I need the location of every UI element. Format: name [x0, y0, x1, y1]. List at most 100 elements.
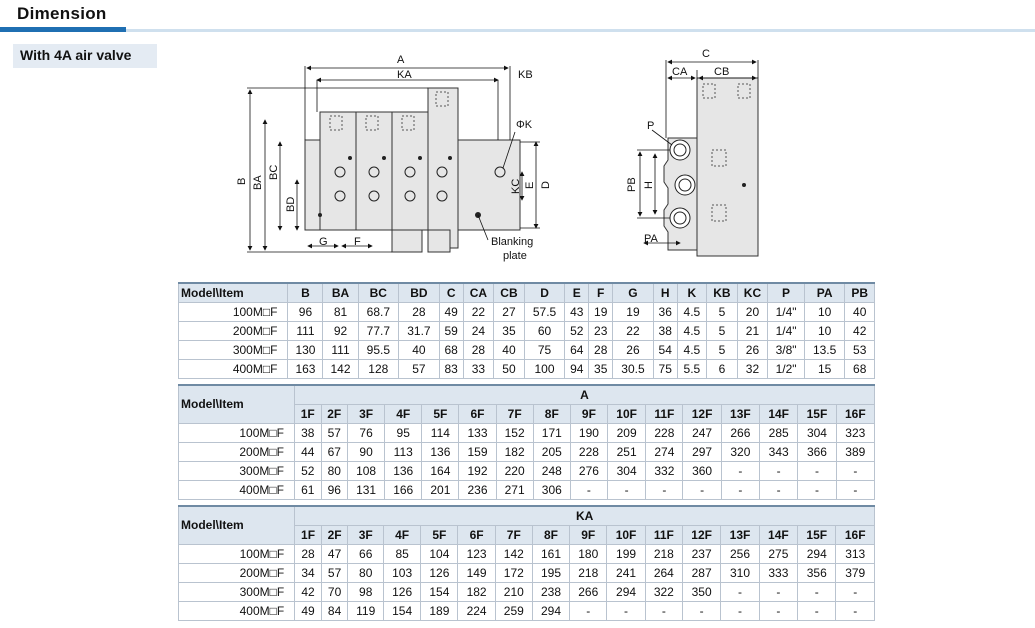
value-cell: 123: [457, 543, 496, 564]
column-header: 15F: [797, 403, 837, 424]
value-cell: 61: [293, 479, 322, 500]
column-header: 1F: [293, 403, 322, 424]
model-cell: 200M□F: [177, 320, 289, 341]
value-cell: -: [758, 581, 799, 602]
value-cell: 57: [320, 422, 349, 443]
value-cell: 323: [835, 422, 876, 443]
value-cell: 5: [706, 320, 738, 341]
value-cell: 4.5: [676, 301, 708, 322]
value-cell: 1/2": [767, 358, 805, 379]
value-cell: 128: [357, 358, 400, 379]
group-header: KA: [294, 505, 875, 526]
value-cell: 172: [494, 562, 533, 583]
value-cell: 104: [420, 543, 459, 564]
label-D: D: [540, 181, 552, 189]
value-cell: 199: [606, 543, 646, 564]
value-cell: -: [681, 600, 722, 621]
value-cell: -: [720, 460, 761, 481]
value-cell: 96: [320, 479, 349, 500]
label-BD: BD: [285, 197, 297, 212]
value-cell: 209: [606, 422, 647, 443]
value-cell: -: [758, 600, 799, 621]
value-cell: 237: [681, 543, 722, 564]
value-cell: 4.5: [676, 339, 708, 360]
value-cell: 38: [293, 422, 322, 443]
value-cell: 113: [384, 441, 423, 462]
column-header: 8F: [532, 403, 571, 424]
label-CB: CB: [714, 66, 729, 78]
value-cell: 236: [458, 479, 497, 500]
column-header: 16F: [835, 403, 876, 424]
column-header: 12F: [682, 403, 722, 424]
value-cell: 77.7: [357, 320, 400, 341]
value-cell: -: [720, 479, 761, 500]
column-header: P: [767, 282, 805, 303]
column-header: 4F: [384, 403, 423, 424]
value-cell: 297: [682, 441, 722, 462]
value-cell: 36: [652, 301, 678, 322]
label-H: H: [643, 181, 655, 189]
column-header: 3F: [347, 403, 386, 424]
value-cell: 322: [644, 581, 683, 602]
value-cell: 220: [495, 460, 534, 481]
label-E: E: [524, 182, 536, 189]
value-cell: 119: [347, 600, 385, 621]
column-header: 14F: [758, 524, 799, 545]
label-KC: KC: [510, 179, 522, 194]
value-cell: 80: [347, 562, 385, 583]
value-cell: 67: [320, 441, 349, 462]
value-cell: -: [759, 479, 799, 500]
value-cell: 366: [797, 441, 837, 462]
value-cell: 35: [493, 320, 525, 341]
column-header: G: [612, 282, 654, 303]
column-header: 10F: [606, 403, 647, 424]
column-header: 6F: [457, 524, 496, 545]
lower-fitting-1: [391, 229, 423, 253]
value-cell: 159: [458, 441, 497, 462]
value-cell: 32: [736, 358, 769, 379]
value-cell: 264: [644, 562, 683, 583]
value-cell: -: [720, 581, 760, 602]
front-view: [304, 87, 521, 253]
value-cell: -: [759, 460, 799, 481]
column-header: 12F: [681, 524, 722, 545]
valve-body-1: [319, 111, 357, 231]
column-header: CA: [462, 282, 495, 303]
value-cell: 149: [457, 562, 496, 583]
value-cell: 57: [398, 358, 440, 379]
value-cell: 251: [606, 441, 647, 462]
value-cell: 126: [420, 562, 459, 583]
value-cell: 54: [652, 339, 678, 360]
value-cell: 241: [606, 562, 646, 583]
label-P: P: [647, 120, 654, 132]
value-cell: 182: [457, 581, 496, 602]
label-blanking-plate-2: plate: [503, 250, 527, 262]
value-cell: 84: [320, 600, 349, 621]
value-cell: 294: [531, 600, 571, 621]
column-header: 14F: [759, 403, 799, 424]
value-cell: 57: [320, 562, 349, 583]
value-cell: 23: [588, 320, 614, 341]
value-cell: 389: [835, 441, 876, 462]
value-cell: 304: [797, 422, 837, 443]
value-cell: 294: [606, 581, 646, 602]
group-header: A: [293, 384, 876, 405]
value-cell: 80: [320, 460, 349, 481]
model-item-header: Model\Item: [177, 282, 289, 303]
label-BA: BA: [252, 175, 264, 190]
column-header: 15F: [797, 524, 837, 545]
value-cell: 40: [398, 339, 440, 360]
side-view-labels: C CA CB P PB H PA: [626, 48, 729, 245]
value-cell: 238: [531, 581, 571, 602]
value-cell: 256: [720, 543, 760, 564]
value-cell: 21: [736, 320, 769, 341]
label-B: B: [236, 178, 248, 185]
value-cell: -: [720, 600, 760, 621]
value-cell: 98: [347, 581, 385, 602]
value-cell: 50: [493, 358, 525, 379]
front-view-labels: A KA KB ΦK B BA BC BD KC E D G F Blankin…: [236, 54, 552, 262]
